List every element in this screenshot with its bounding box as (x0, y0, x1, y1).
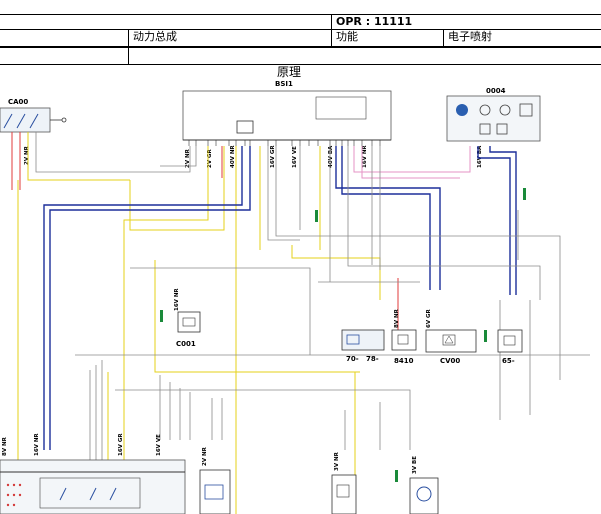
ground-marks (160, 188, 526, 482)
wires-red (11, 132, 399, 330)
c001-box (177, 311, 201, 333)
ecu-icon-6 (496, 123, 508, 135)
bsi-connector-e: 16V VE (292, 146, 298, 168)
bsi-relay-block (315, 96, 367, 120)
r8410-connector: 8V NR (394, 308, 400, 328)
opr-code: OPR : 11111 (331, 15, 601, 30)
header-row-1: OPR : 11111 (0, 14, 601, 30)
header-divider (128, 47, 133, 64)
system-name: 动力总成 (128, 30, 331, 47)
bsi-inner-box (236, 120, 254, 134)
bsi-label: BSI1 (275, 80, 293, 88)
ca00-connector: 2V NR (24, 145, 30, 165)
c78-label: 78- (366, 355, 379, 363)
c70-box (341, 329, 385, 351)
bsi-connector-a: 2V NR (185, 148, 191, 168)
bottom-connector-b: 16V NR (34, 433, 40, 456)
wires-blue (43, 146, 517, 450)
cv00-label: CV00 (440, 357, 460, 365)
ecu-module (446, 95, 541, 142)
bottom-connector-d: 16V VE (156, 434, 162, 456)
ecu-icon-3 (499, 104, 511, 116)
wires-grey (35, 132, 590, 514)
ecu-icon-4 (519, 103, 533, 117)
ecu-label: 0004 (486, 87, 506, 95)
ca00-label: CA00 (8, 98, 28, 106)
wires-yellow (17, 132, 381, 514)
ecu-icon-5 (479, 123, 491, 135)
bottom-connector-e: 2V NR (202, 446, 208, 466)
bottom-connector-g: 3V BE (412, 456, 418, 474)
bottom-ecu-dots (6, 483, 22, 507)
c001-connector: 16V NR (174, 288, 180, 311)
bsi-connector-d: 16V GR (270, 145, 276, 168)
bottom-component-3 (409, 477, 439, 514)
c65-box (497, 329, 523, 353)
ca00-switches (3, 113, 39, 129)
header-table: OPR : 11111 动力总成 功能 电子喷射 (0, 0, 601, 65)
function-value: 电子喷射 (443, 30, 601, 47)
c65-label: 65- (502, 357, 515, 365)
c70-label: 70- (346, 355, 359, 363)
ecu-gauge-icon (456, 104, 468, 116)
bsi-connector-b: 2V GR (207, 148, 213, 168)
bsi-module (182, 90, 392, 141)
bottom-ecu-module (0, 459, 186, 514)
c001-label: C001 (176, 340, 196, 348)
diagram-title: 原理 (277, 65, 302, 79)
r8410-label: 8410 (394, 357, 414, 365)
ecu-connector: 16V BA (477, 145, 483, 168)
header-row-3 (0, 46, 601, 65)
cv00-box (425, 329, 477, 353)
bsi-connector-c: 40V NR (230, 145, 236, 168)
bsi-connector-g: 16V NR (362, 145, 368, 168)
bottom-ecu-switches (59, 487, 117, 501)
r8410-box (391, 329, 417, 351)
bsi-pins (188, 140, 381, 146)
bottom-connector-c: 16V GR (118, 433, 124, 456)
bottom-ecu-inner (39, 477, 141, 509)
function-label: 功能 (331, 30, 443, 47)
cv00-connector: 6V GR (426, 308, 432, 328)
bsi-connector-f: 40V BA (328, 145, 334, 168)
bottom-component-1 (199, 469, 231, 514)
bottom-component-2 (331, 474, 357, 514)
bottom-connector-f: 3V NR (334, 451, 340, 471)
ecu-icon-2 (479, 104, 491, 116)
header-row-2: 动力总成 功能 电子喷射 (0, 29, 601, 48)
ca00-module (0, 107, 51, 133)
bottom-connector-a: 8V NR (2, 436, 8, 456)
wires-pink (353, 146, 471, 179)
